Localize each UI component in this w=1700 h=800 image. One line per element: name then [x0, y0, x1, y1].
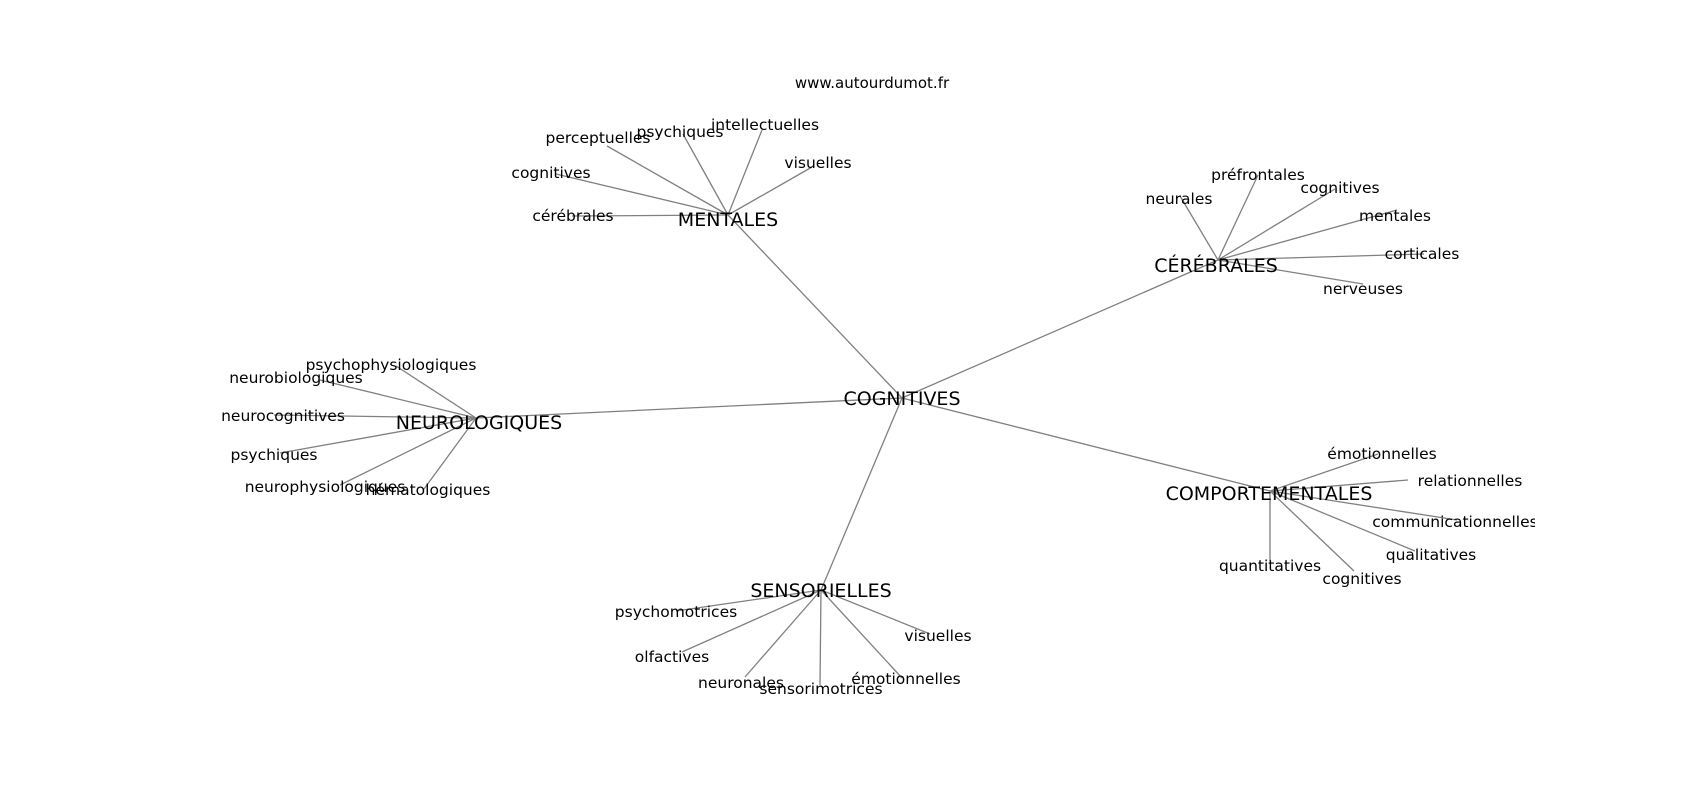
- leaf-node-label[interactable]: sensorimotrices: [759, 680, 882, 698]
- leaf-node-label[interactable]: préfrontales: [1211, 166, 1305, 184]
- edge-center-neurologiques: [475, 397, 903, 419]
- leaf-node-label[interactable]: qualitatives: [1386, 546, 1477, 564]
- edge-comportementales-leaf: [1269, 490, 1355, 572]
- edge-mentales-leaf: [682, 133, 729, 216]
- edge-sensorielles-leaf: [681, 589, 822, 653]
- leaf-node-label[interactable]: psychomotrices: [615, 603, 737, 621]
- leaf-node-label[interactable]: psychiques: [636, 123, 723, 141]
- edge-mentales-leaf: [555, 173, 729, 216]
- leaf-node-label[interactable]: mentales: [1359, 207, 1431, 225]
- edge-center-mentales: [727, 214, 903, 399]
- leaf-node-label[interactable]: neurophysiologiques: [245, 478, 406, 496]
- leaf-node-label[interactable]: cognitives: [1300, 179, 1379, 197]
- edge-neurologiques-leaf: [395, 365, 477, 419]
- leaf-node-label[interactable]: visuelles: [904, 627, 971, 645]
- edge-neurologiques-leaf: [319, 379, 477, 419]
- hub-node-cerebrales[interactable]: CÉRÉBRALES: [1154, 254, 1278, 277]
- leaf-node-label[interactable]: relationnelles: [1418, 472, 1523, 490]
- edge-neurologiques-leaf: [273, 414, 477, 419]
- edge-cerebrales-leaf: [1179, 195, 1219, 261]
- leaf-node-label[interactable]: neuronales: [698, 674, 784, 692]
- leaf-node-label[interactable]: neurales: [1146, 190, 1213, 208]
- leaf-node-label[interactable]: neurocognitives: [221, 407, 345, 425]
- leaf-node-label[interactable]: émotionnelles: [1327, 445, 1436, 463]
- edge-cerebrales-leaf: [1217, 259, 1364, 285]
- leaf-node-label[interactable]: visuelles: [784, 154, 851, 172]
- leaf-node-label[interactable]: corticales: [1385, 245, 1460, 263]
- leaf-node-label[interactable]: hématologiques: [366, 481, 491, 499]
- edge-neurologiques-leaf: [339, 417, 477, 486]
- edge-mentales-leaf: [727, 166, 813, 216]
- edge-cerebrales-leaf: [1217, 209, 1398, 261]
- edge-center-cerebrales: [901, 259, 1219, 399]
- source-watermark: www.autourdumot.fr: [795, 74, 950, 92]
- edge-cerebrales-leaf: [1217, 253, 1425, 261]
- edge-sensorielles-leaf: [820, 589, 903, 679]
- edge-mentales-leaf: [571, 214, 729, 217]
- center-node-label[interactable]: COGNITIVES: [843, 388, 960, 410]
- leaf-node-label[interactable]: olfactives: [635, 648, 709, 666]
- leaf-node-label[interactable]: cérébrales: [532, 207, 613, 225]
- hub-node-mentales[interactable]: MENTALES: [678, 209, 778, 231]
- edge-mentales-leaf: [727, 129, 763, 216]
- edge-cerebrales-leaf: [1217, 188, 1336, 261]
- edge-center-comportementales: [901, 397, 1271, 492]
- edge-mentales-leaf: [606, 145, 729, 216]
- leaf-node-label[interactable]: communicationnelles: [1372, 513, 1537, 531]
- edge-sensorielles-leaf: [820, 589, 931, 635]
- edge-center-sensorielles: [820, 397, 903, 591]
- edge-cerebrales-leaf: [1217, 174, 1259, 261]
- edge-neurologiques-leaf: [423, 417, 477, 490]
- leaf-node-label[interactable]: émotionnelles: [851, 670, 960, 688]
- leaf-node-label[interactable]: nerveuses: [1323, 280, 1403, 298]
- edge-comportementales-leaf: [1269, 453, 1379, 492]
- leaf-node-label[interactable]: psychiques: [230, 446, 317, 464]
- leaf-node-label[interactable]: perceptuelles: [546, 129, 651, 147]
- edge-comportementales-leaf: [1269, 490, 1416, 552]
- edge-neurologiques-leaf: [279, 417, 477, 454]
- leaf-node-label[interactable]: quantitatives: [1219, 557, 1321, 575]
- edge-comportementales-leaf: [1269, 479, 1409, 492]
- edge-comportementales-leaf: [1269, 490, 1458, 521]
- hub-node-neurologiques[interactable]: NEUROLOGIQUES: [396, 412, 562, 434]
- leaf-node-label[interactable]: psychophysiologiques: [306, 356, 477, 374]
- hub-node-comportementales[interactable]: COMPORTEMENTALES: [1166, 483, 1373, 505]
- edge-sensorielles-leaf: [675, 589, 822, 612]
- edge-sensorielles-leaf: [819, 589, 822, 686]
- leaf-node-label[interactable]: intellectuelles: [711, 116, 819, 134]
- leaf-node-label[interactable]: cognitives: [1322, 570, 1401, 588]
- leaf-node-label[interactable]: cognitives: [511, 164, 590, 182]
- leaf-node-label[interactable]: neurobiologiques: [229, 369, 363, 387]
- edge-sensorielles-leaf: [744, 589, 822, 678]
- hub-node-sensorielles[interactable]: SENSORIELLES: [750, 580, 891, 602]
